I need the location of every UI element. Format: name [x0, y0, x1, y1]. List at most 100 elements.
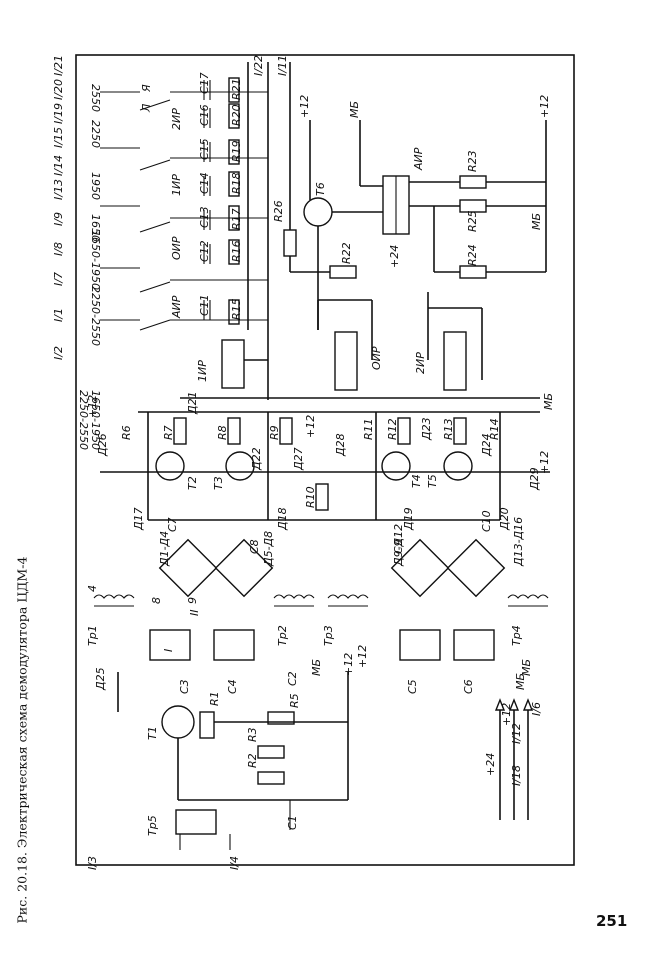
- relay-label: 2ИР: [170, 108, 183, 130]
- contact-label: Л: [140, 104, 153, 113]
- freq-label: 1950: [89, 172, 102, 200]
- amplifier-row: [100, 411, 550, 521]
- resistor-label: R8: [216, 425, 229, 440]
- resistor-label: R20: [230, 104, 243, 126]
- resistor-label: R9: [268, 425, 281, 440]
- supply-plus12-label: +12: [304, 415, 317, 438]
- diode-label: Д13-Д16: [512, 517, 525, 567]
- resistor-label: R17: [230, 208, 243, 230]
- diode-label: Д17: [132, 507, 145, 531]
- transformer-label: Тр1: [86, 625, 99, 646]
- relay-contact-block: [100, 62, 269, 331]
- diode-label: Д21: [186, 391, 199, 415]
- terminal-label: I/6: [530, 702, 543, 716]
- capacitor-label: C10: [480, 510, 493, 532]
- resistor-label: R5: [288, 693, 301, 708]
- resistor-label: R12: [386, 418, 399, 440]
- diode-label: Д27: [292, 447, 305, 471]
- t6-air-section: [283, 62, 547, 330]
- bottom-terminal-labels: I/3 I/4 I/18 I/12 I/6: [86, 702, 543, 870]
- terminal-label: I/12: [510, 723, 523, 744]
- bridge-rectifiers: [158, 538, 506, 598]
- figure-caption: Рис. 20.18. Электрическая схема демодуля…: [14, 556, 30, 924]
- frequency-labels: 1650-1950 2250-2550 2250-2550 1650-1950 …: [77, 84, 102, 450]
- terminal-label: I/14: [52, 155, 65, 176]
- terminal-label: I/18: [510, 765, 523, 786]
- supply-plus24-label: +24: [484, 753, 497, 776]
- relay-label: 1ИР: [196, 360, 209, 382]
- contact-label: Я: [140, 84, 153, 93]
- relay-label: АИР: [412, 147, 425, 171]
- terminal-label: I/22: [252, 55, 265, 76]
- capacitor-label: C8: [248, 539, 261, 554]
- capacitor-label: C14: [198, 172, 211, 194]
- terminal-label: I/13: [52, 179, 65, 200]
- freq-label: 1650-1950: [89, 230, 102, 290]
- diode-label: Д26: [96, 433, 109, 457]
- transistor-label: T2: [186, 476, 199, 490]
- diode-label: Д23: [420, 417, 433, 441]
- relay-labels: 1ИР 2ИР ОИР АИР ОИР 1ИР 2ИР АИР: [170, 108, 427, 382]
- capacitor-label: C12: [198, 240, 211, 262]
- terminal-label: I/19: [52, 103, 65, 124]
- freq-label: 2250: [89, 120, 102, 148]
- transistor-label: T3: [212, 476, 225, 490]
- winding-label: II: [188, 610, 201, 617]
- terminal-label: I/3: [86, 856, 99, 870]
- capacitor-label: C3: [178, 679, 191, 694]
- input-section: [117, 672, 349, 850]
- capacitor-label: C15: [198, 138, 211, 160]
- supply-plus12-label: +12: [86, 395, 99, 418]
- resistor-label: R3: [246, 727, 259, 742]
- diode-label: Д18: [276, 507, 289, 531]
- relay-coil-row: [180, 292, 540, 400]
- transformer-label: Тр5: [146, 815, 159, 836]
- terminal-label: I/8: [52, 242, 65, 256]
- supply-mb-label: МБ: [310, 659, 323, 676]
- supply-mb-label: МБ: [530, 213, 543, 230]
- resistor-label: R18: [230, 172, 243, 194]
- terminal-label: I/7: [52, 272, 65, 286]
- supply-plus12-label: +12: [342, 653, 355, 676]
- supply-plus12-label: +12: [500, 703, 513, 726]
- resistor-label: R16: [230, 240, 243, 262]
- diode-label: Д19: [402, 507, 415, 531]
- diode-label: Д24: [480, 433, 493, 457]
- supply-mb-label: МБ: [514, 673, 527, 690]
- transformer-label: Тр4: [510, 625, 523, 646]
- resistor-label: R2: [246, 753, 259, 768]
- supply-plus12-label: +12: [538, 451, 551, 474]
- terminal-label: I/20: [52, 79, 65, 100]
- freq-label: 1650: [89, 214, 102, 242]
- winding-label: I: [162, 649, 175, 652]
- resistor-label: R13: [442, 418, 455, 440]
- resistor-label: R14: [488, 418, 501, 440]
- supply-plus12-label: +12: [298, 95, 311, 118]
- resistor-label: R19: [230, 140, 243, 162]
- terminal-label: I/11: [276, 55, 289, 76]
- resistor-label: R10: [304, 486, 317, 508]
- capacitor-label: C13: [198, 206, 211, 228]
- resistor-label: R21: [230, 78, 243, 100]
- diode-label: Д28: [334, 433, 347, 457]
- transformer-label: Тр2: [276, 625, 289, 646]
- resistor-label: R25: [466, 210, 479, 232]
- diode-label: Д5-Д8: [262, 531, 275, 567]
- resistor-label: R6: [120, 425, 133, 440]
- supply-mb-label: МБ: [542, 393, 555, 410]
- component-labels: R6 R7 R8 R9 R10 R11 R12 R13 R14 R15 R16 …: [86, 72, 541, 836]
- terminal-label: I/4: [228, 856, 241, 870]
- transformer-label: Тр3: [322, 625, 335, 646]
- diode-label: Д22: [250, 447, 263, 471]
- page-number: 251: [596, 912, 628, 930]
- capacitor-label: C9: [392, 539, 405, 554]
- diode-label: Д20: [498, 507, 511, 531]
- transistor-label: T1: [146, 726, 159, 740]
- transistor-label: T6: [314, 182, 327, 196]
- freq-label: 2250-2550: [77, 390, 90, 450]
- resistor-label: R22: [340, 242, 353, 264]
- supply-arrows: [494, 698, 534, 820]
- pin-number: 4: [86, 585, 99, 592]
- resistor-label: R7: [162, 425, 175, 440]
